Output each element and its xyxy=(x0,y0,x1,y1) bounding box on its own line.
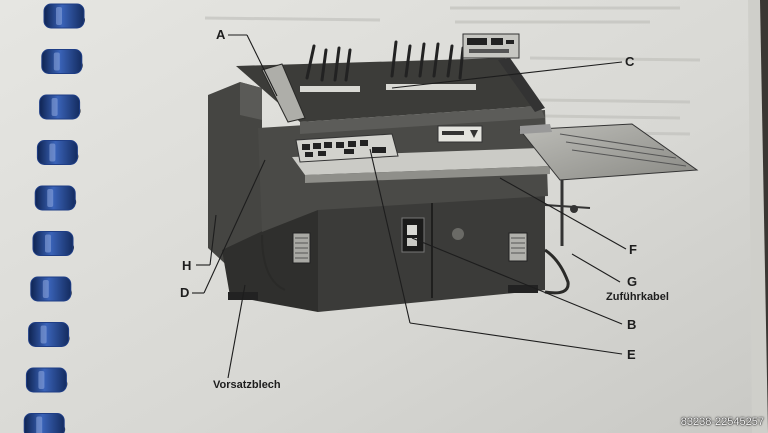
binding-ring-highlight xyxy=(47,189,54,207)
label-f: F xyxy=(629,242,637,257)
binding-ring xyxy=(43,3,85,29)
label-c: C xyxy=(625,54,635,69)
caption-front-plate: Vorsatzblech xyxy=(213,379,281,391)
watermark-id: 83238-22545257 xyxy=(680,416,764,428)
binding-ring-highlight xyxy=(51,98,58,116)
binding-ring xyxy=(32,231,74,256)
label-h: H xyxy=(182,258,192,273)
spiral-binding xyxy=(23,3,85,433)
binding-ring xyxy=(39,94,81,120)
binding-ring-highlight xyxy=(36,416,43,433)
binding-ring-highlight xyxy=(56,7,62,25)
label-d: D xyxy=(180,285,190,300)
label-g: G xyxy=(627,274,638,289)
binding-ring xyxy=(34,185,76,211)
binding-ring xyxy=(41,49,83,74)
binding-ring-highlight xyxy=(49,143,56,162)
caption-feed-cable: Zuführkabel xyxy=(606,291,669,303)
binding-ring xyxy=(25,367,67,393)
binding-ring xyxy=(36,140,78,165)
binding-ring xyxy=(23,413,65,433)
binding-ring-highlight xyxy=(38,371,45,389)
label-e: E xyxy=(627,347,636,362)
binding-ring xyxy=(28,322,70,347)
binding-ring-highlight xyxy=(45,234,51,253)
machine-illustration xyxy=(208,33,699,312)
label-a: A xyxy=(216,27,226,42)
leader-lines xyxy=(192,34,627,379)
binding-ring-highlight xyxy=(53,52,60,71)
binding-ring-highlight xyxy=(40,325,47,344)
binding-ring xyxy=(30,276,72,302)
label-b: B xyxy=(627,317,637,332)
binding-ring-highlight xyxy=(42,280,49,298)
